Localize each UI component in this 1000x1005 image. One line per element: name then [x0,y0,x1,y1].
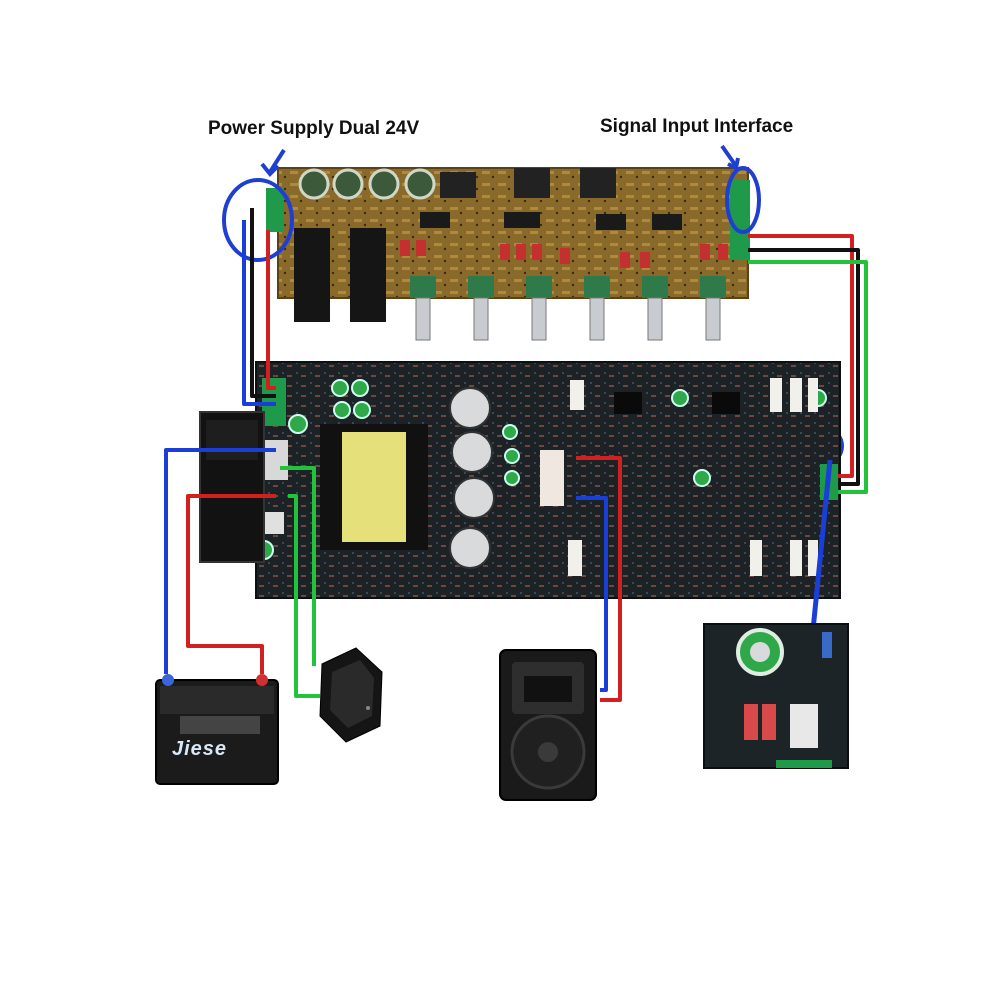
ic-chip [596,214,626,230]
small-capacitors [254,379,827,560]
input-closeup-inset [703,623,849,769]
amplifier-board [254,361,841,599]
transformer-coil [342,432,406,542]
regulator-3 [580,168,616,198]
power-highlight-circle [222,178,294,262]
rocker-switch [319,647,383,743]
tone-board-capacitors [298,168,436,200]
tone-control-board [266,167,750,341]
signal-input-label: Signal Input Interface [600,116,794,137]
audio-jack [350,228,386,322]
power-arrow [268,148,286,174]
regulator-1 [440,172,476,198]
audio-jack [294,228,330,322]
filter-capacitors [449,387,495,569]
power-supply-label: Power Supply Dual 24V [208,118,420,139]
battery-brand-text: Jiese [172,738,228,760]
signal-terminal [730,180,750,260]
ic-chip [420,212,450,228]
cooling-fan [199,411,265,563]
ic-chip [504,212,540,228]
potentiometer-row [410,276,726,341]
relay-block [540,450,564,506]
fan-connector [262,440,288,480]
signal-highlight-circle [725,166,761,234]
battery-positive-terminal [256,674,268,686]
power-transistor [614,392,642,414]
regulator-2 [514,168,550,198]
power-resistors [568,378,818,576]
battery [155,674,279,785]
power-transistor [712,392,740,414]
speaker [499,649,597,801]
ic-chip [652,214,682,230]
wires [164,208,868,706]
resistor-row [400,240,728,268]
power-terminal [266,188,284,232]
battery-negative-terminal [162,674,174,686]
